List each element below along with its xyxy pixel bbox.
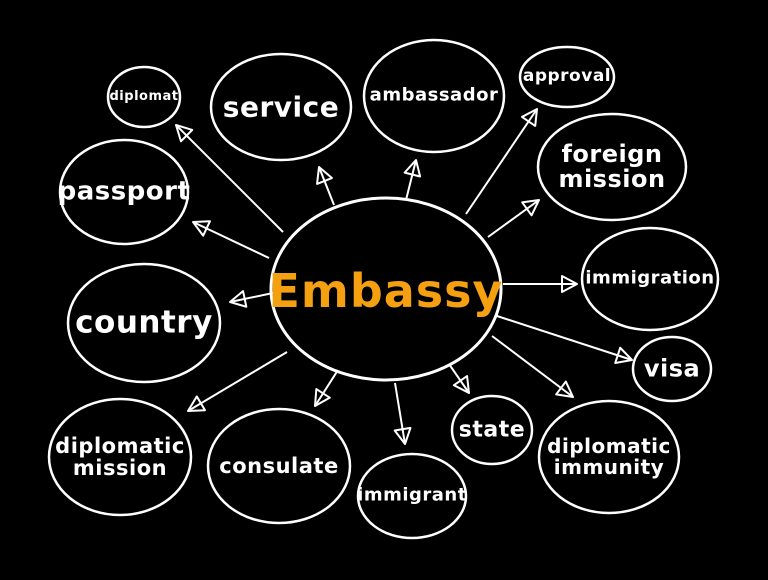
connector-country-arrowhead: [229, 290, 248, 308]
connector-foreign-mission-arrowhead: [521, 199, 540, 217]
node-label-state: state: [458, 417, 526, 443]
connector-immigrant: [394, 382, 406, 445]
connector-diplomatic-immunity: [491, 335, 574, 398]
connector-state-arrowhead: [452, 375, 470, 394]
node-bubble-diplomatic-mission: [47, 397, 193, 517]
node-label-visa: visa: [643, 354, 701, 383]
node-bubble-consulate: [206, 407, 352, 525]
node-label-service: service: [222, 90, 340, 124]
connector-diplomat: [175, 124, 284, 233]
connector-service: [318, 166, 335, 206]
node-label-foreign-mission: foreign mission: [558, 139, 666, 193]
connector-state: [448, 363, 470, 394]
node-bubble-country: [66, 262, 222, 384]
node-label-immigrant: immigrant: [357, 484, 467, 506]
node-bubble-foreign-mission: [536, 112, 688, 222]
connector-visa: [496, 315, 633, 361]
node-label-approval: approval: [522, 66, 612, 87]
node-label-ambassador: ambassador: [369, 84, 499, 106]
connector-immigrant-arrowhead: [393, 426, 412, 445]
node-bubble-immigrant: [356, 452, 468, 540]
node-label-diplomatic-immunity: diplomatic immunity: [547, 434, 671, 479]
connector-approval-arrowhead: [520, 108, 538, 127]
connector-visa-arrowhead: [614, 346, 633, 364]
node-label-diplomat: diplomat: [109, 89, 179, 105]
node-bubble-approval: [518, 45, 616, 109]
node-bubble-service: [209, 52, 353, 162]
connector-country: [229, 292, 274, 303]
node-label-consulate: consulate: [219, 453, 339, 478]
center-bubble: [269, 196, 503, 382]
node-bubble-diplomatic-immunity: [537, 399, 681, 515]
connector-consulate: [314, 369, 339, 407]
node-label-diplomatic-mission: diplomatic mission: [55, 433, 185, 480]
connector-ambassador-arrowhead: [403, 159, 422, 178]
connector-diplomat-arrowhead: [175, 124, 194, 143]
connector-passport: [192, 221, 270, 259]
node-bubble-visa: [631, 335, 713, 403]
connector-diplomatic-immunity-arrowhead: [555, 380, 574, 398]
connector-immigration-arrowhead: [561, 275, 578, 293]
connector-service-arrowhead: [316, 166, 333, 185]
connector-passport-arrowhead: [192, 220, 211, 237]
center-label: Embassy: [268, 264, 504, 318]
connector-diplomatic-mission-arrowhead: [187, 395, 206, 412]
node-label-country: country: [75, 304, 213, 341]
connector-foreign-mission: [487, 199, 540, 238]
node-label-passport: passport: [57, 176, 191, 207]
node-bubble-immigration: [580, 226, 720, 332]
connector-ambassador: [405, 159, 417, 201]
node-bubble-ambassador: [362, 38, 506, 154]
node-bubble-diplomat: [106, 65, 182, 129]
connector-consulate-arrowhead: [314, 388, 331, 407]
node-bubble-passport: [58, 138, 190, 246]
connector-diplomatic-mission: [187, 351, 288, 412]
node-bubble-state: [450, 394, 534, 466]
node-label-immigration: immigration: [585, 267, 715, 289]
connector-approval: [465, 108, 538, 215]
